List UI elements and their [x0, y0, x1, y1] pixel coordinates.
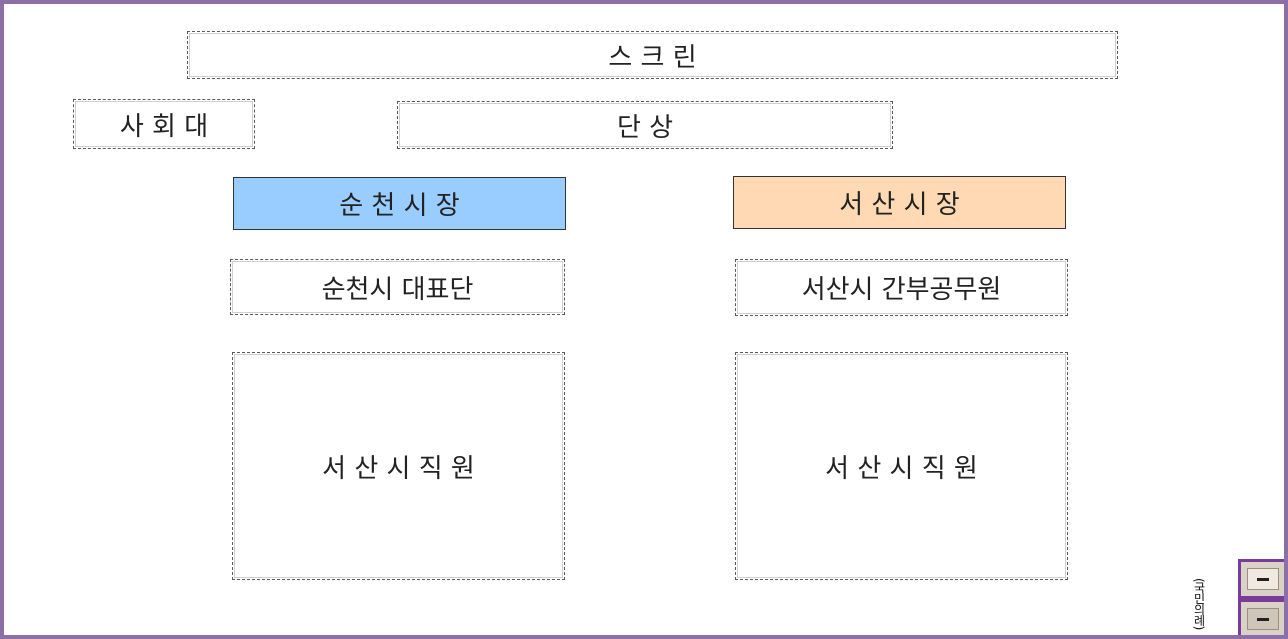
seosan-officials-label: 서산시 간부공무원 [801, 275, 1002, 305]
screen-box: 스 크 린 [187, 31, 1118, 79]
suncheon-delegation-label: 순천시 대표단 [321, 274, 474, 305]
national-ceremony-note: (국민의례) [1192, 578, 1206, 630]
drawer-panel [1247, 568, 1279, 590]
mayor-suncheon-box: 순 천 시 장 [233, 177, 566, 230]
society-desk-label: 사 회 대 [119, 111, 209, 142]
drawer-icon[interactable] [1238, 599, 1284, 635]
drawer-handle-icon [1257, 618, 1269, 621]
drawer-icon[interactable] [1238, 559, 1284, 599]
seosan-staff-left-box: 서 산 시 직 원 [232, 352, 565, 580]
stage-label: 단 상 [616, 112, 674, 143]
stage-box: 단 상 [397, 101, 893, 149]
mayor-seosan-label: 서 산 시 장 [839, 190, 960, 220]
screen-label: 스 크 린 [608, 42, 697, 73]
mayor-seosan-box: 서 산 시 장 [733, 176, 1066, 229]
drawer-panel [1247, 608, 1279, 630]
mayor-suncheon-label: 순 천 시 장 [339, 191, 460, 221]
seosan-staff-right-label: 서 산 시 직 원 [825, 453, 978, 484]
drawer-handle-icon [1257, 578, 1269, 581]
seosan-officials-box: 서산시 간부공무원 [735, 259, 1068, 316]
suncheon-delegation-box: 순천시 대표단 [230, 259, 565, 315]
seosan-staff-right-box: 서 산 시 직 원 [735, 352, 1068, 580]
seosan-staff-left-label: 서 산 시 직 원 [322, 453, 475, 484]
society-desk-box: 사 회 대 [73, 99, 255, 149]
